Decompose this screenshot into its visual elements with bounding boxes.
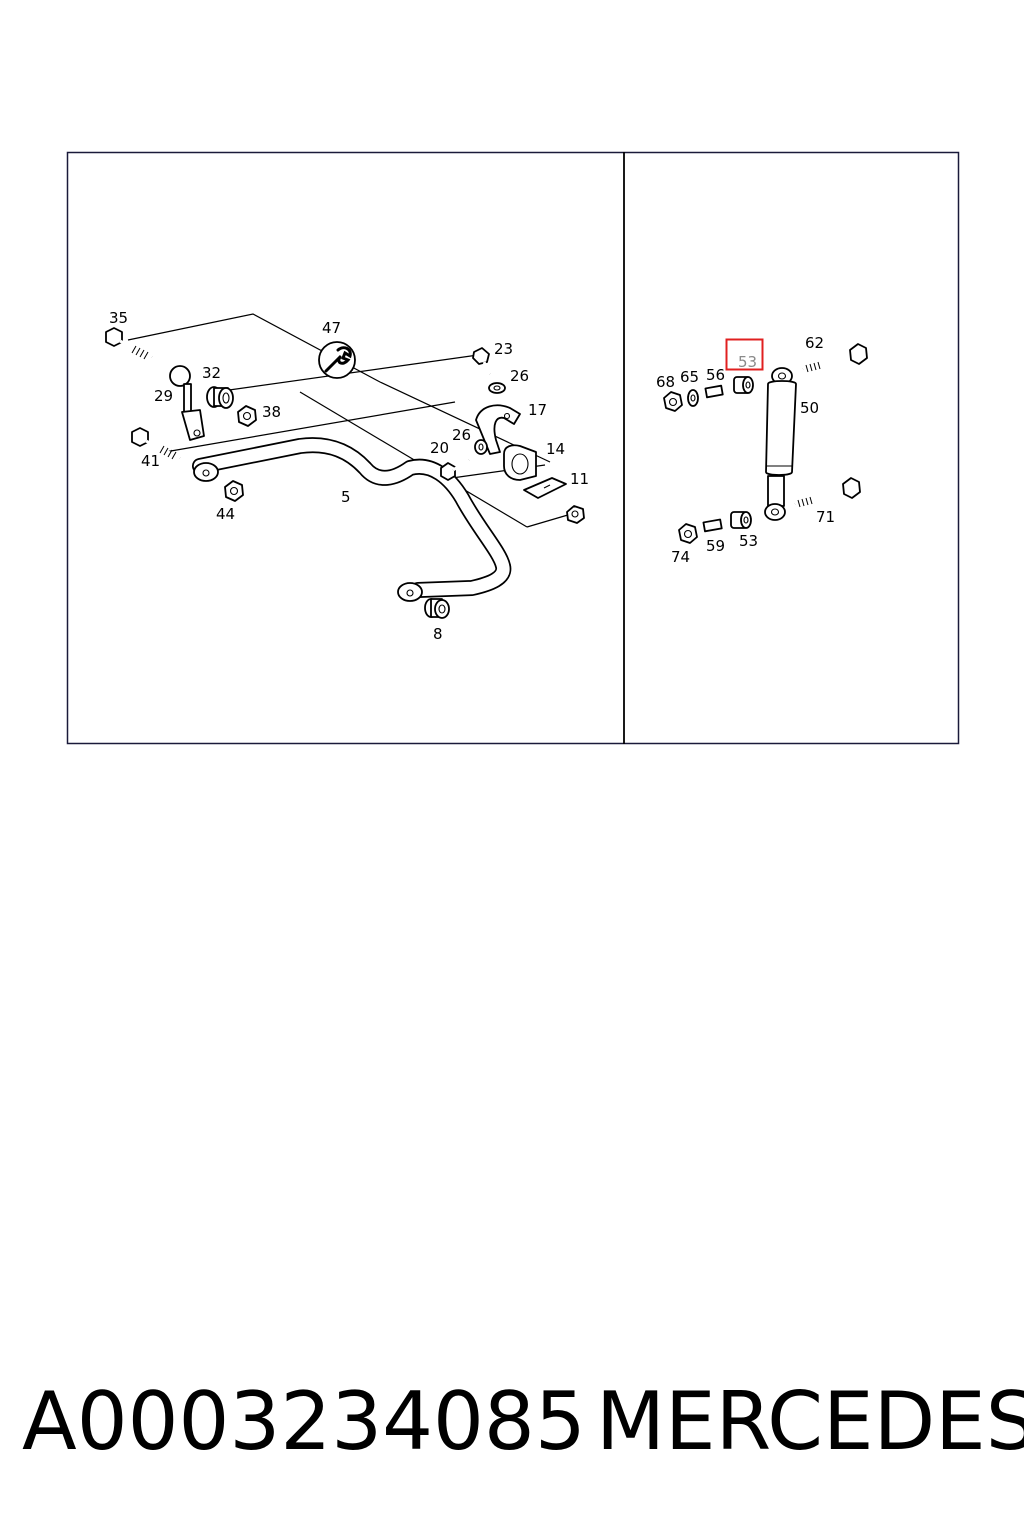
highlight-box-53[interactable] <box>725 338 764 371</box>
callout-44: 44 <box>216 505 235 523</box>
bushing-53-bottom <box>730 511 752 529</box>
callout-47: 47 <box>322 319 341 337</box>
bushing-53-top <box>733 376 754 394</box>
callout-74: 74 <box>671 548 690 566</box>
callout-14: 14 <box>546 440 565 458</box>
callout-65: 65 <box>680 368 699 386</box>
part-number: A0003234085 <box>22 1375 586 1468</box>
bolt-35 <box>105 327 153 360</box>
washer-26-mid <box>474 439 488 455</box>
nut-38 <box>237 405 257 427</box>
nut-74 <box>678 523 698 544</box>
nut-right <box>566 505 585 524</box>
stabilizer-bar <box>192 437 512 602</box>
brand-name: MERCEDES <box>596 1375 1024 1468</box>
callout-29: 29 <box>154 387 173 405</box>
callout-50: 50 <box>800 399 819 417</box>
callout-53-bottom: 53 <box>739 532 758 550</box>
callout-41: 41 <box>141 452 160 470</box>
callout-11: 11 <box>570 470 589 488</box>
callout-5: 5 <box>341 488 351 506</box>
bushing-8 <box>424 598 450 619</box>
callout-17: 17 <box>528 401 547 419</box>
clamp-plate-11 <box>523 477 567 499</box>
bolt-41 <box>131 427 181 460</box>
bearing-14 <box>503 444 537 481</box>
callout-62: 62 <box>805 334 824 352</box>
callout-8: 8 <box>433 625 443 643</box>
callout-26-mid: 26 <box>452 426 471 444</box>
callout-38: 38 <box>262 403 281 421</box>
wrench-symbol-47 <box>318 341 356 379</box>
nut-44 <box>224 480 244 502</box>
sleeve-56 <box>704 384 724 399</box>
right-panel: 62 53 68 65 56 50 71 74 59 53 <box>656 334 868 566</box>
bushing-32 <box>206 386 234 409</box>
washer-65 <box>687 389 699 407</box>
footer: A0003234085 MERCEDES <box>0 1372 1024 1472</box>
nut-68 <box>663 391 683 412</box>
bolt-62 <box>802 343 868 373</box>
left-panel: 35 47 23 26 32 29 38 17 26 41 20 14 11 5… <box>105 309 589 643</box>
callout-71: 71 <box>816 508 835 526</box>
bolt-71 <box>794 477 861 508</box>
callout-56: 56 <box>706 366 725 384</box>
callout-32: 32 <box>202 364 221 382</box>
diagram-frame <box>66 151 960 745</box>
callout-26: 26 <box>510 367 529 385</box>
washer-26-top <box>488 382 506 394</box>
callout-59: 59 <box>706 537 725 555</box>
sleeve-59 <box>702 518 723 533</box>
callout-35: 35 <box>109 309 128 327</box>
bracket-17 <box>475 404 521 455</box>
shock-absorber-50 <box>764 367 797 521</box>
link-rod-29 <box>169 365 205 441</box>
bolt-23 <box>472 347 492 375</box>
callout-20: 20 <box>430 439 449 457</box>
callout-68: 68 <box>656 373 675 391</box>
parts-diagram: 35 47 23 26 32 29 38 17 26 41 20 14 11 5… <box>66 151 960 745</box>
callout-53-highlighted: 53 <box>738 353 757 371</box>
bolt-20 <box>440 458 470 481</box>
callout-23: 23 <box>494 340 513 358</box>
